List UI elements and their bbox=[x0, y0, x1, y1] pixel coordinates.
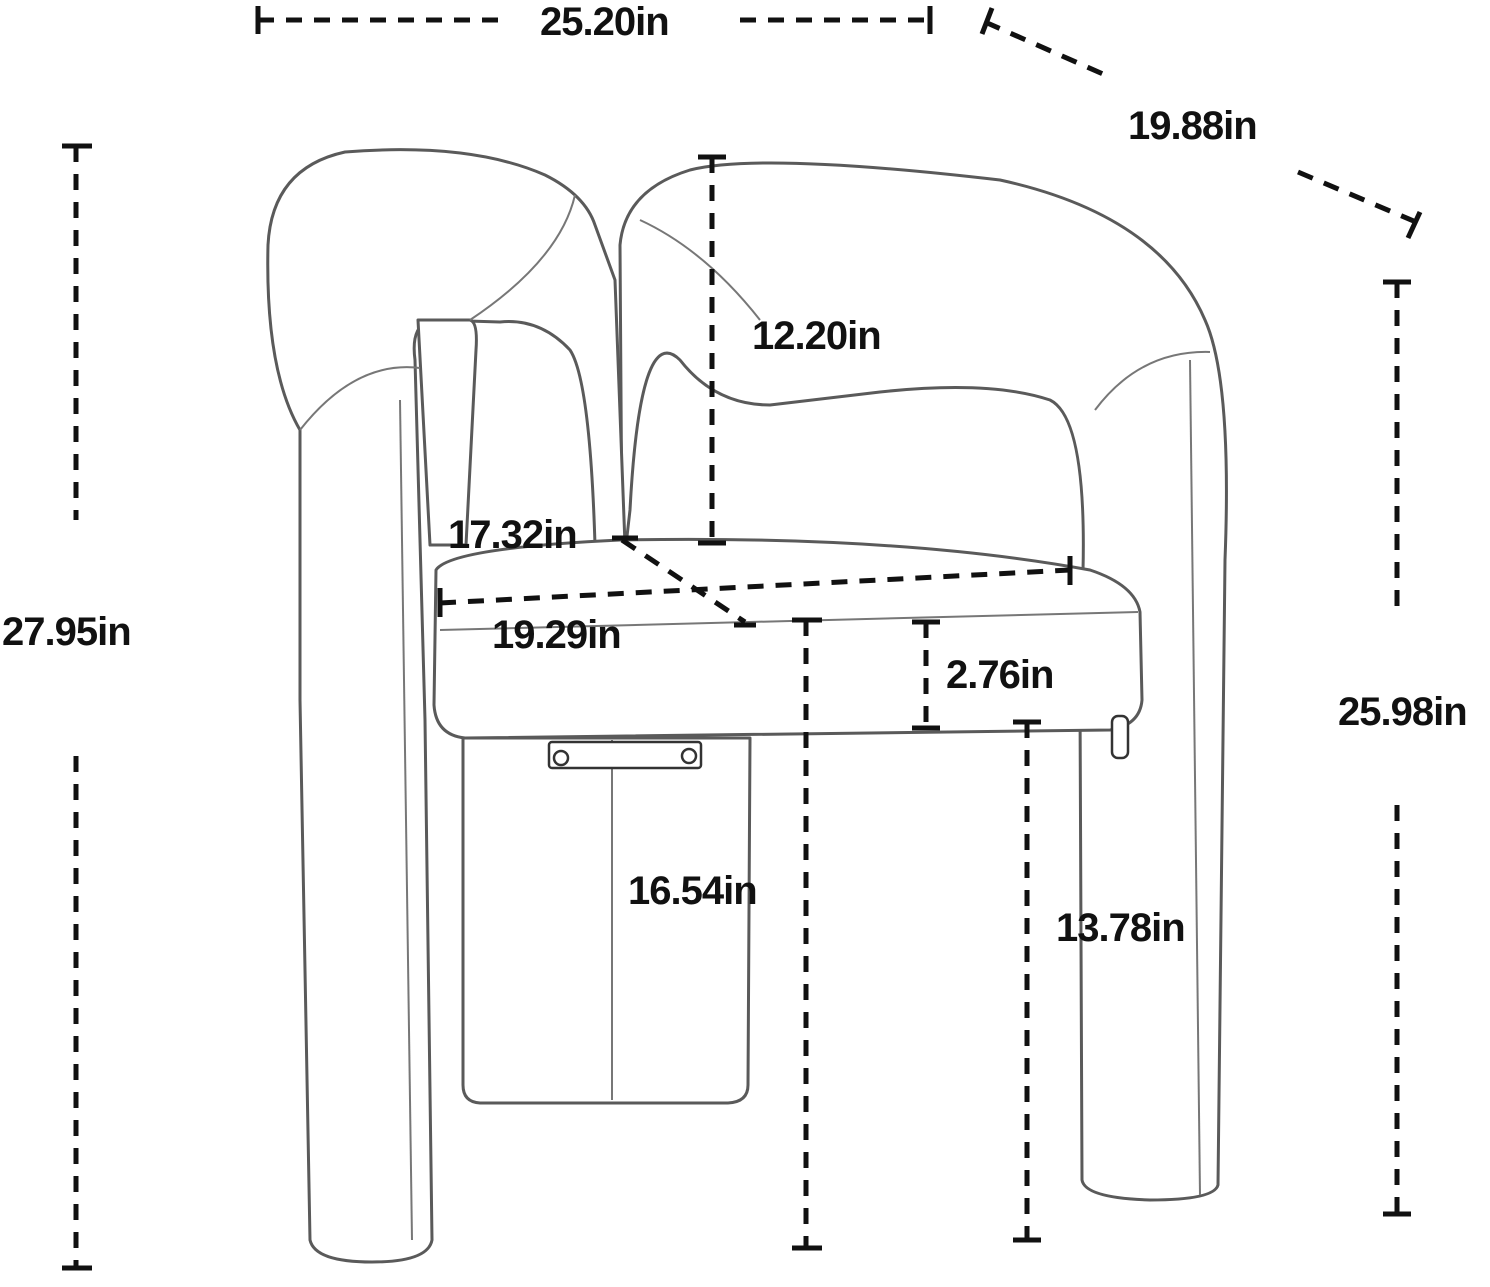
seam-right-arm-top bbox=[639, 219, 761, 321]
label-depth-top: 19.88in bbox=[1128, 104, 1258, 148]
seat-bracket bbox=[547, 714, 1130, 770]
label-seat-width: 19.29in bbox=[492, 613, 622, 657]
left-arm bbox=[266, 148, 627, 1264]
label-seat-height: 16.54in bbox=[628, 869, 758, 913]
seam-left-leg bbox=[399, 399, 413, 1241]
dim-line-seat-depth bbox=[620, 537, 747, 625]
label-seat-thickness: 2.76in bbox=[946, 653, 1054, 697]
dim-line-seat-width bbox=[439, 567, 1071, 606]
seam-left-arm-top bbox=[299, 366, 421, 431]
label-clearance: 13.78in bbox=[1056, 906, 1186, 950]
seam-right-arm-side bbox=[1094, 350, 1211, 411]
label-seat-depth: 17.32in bbox=[448, 513, 578, 557]
left-arm-opening bbox=[416, 318, 478, 547]
label-arm-height: 25.98in bbox=[1338, 690, 1468, 734]
label-total-height: 27.95in bbox=[2, 610, 132, 654]
seam-left-arm-back bbox=[469, 194, 576, 321]
dim-line-depth-top bbox=[983, 19, 1114, 81]
right-arm bbox=[618, 161, 1228, 1202]
seam-seat-front bbox=[439, 611, 1139, 631]
label-width-top: 25.20in bbox=[540, 0, 670, 44]
back-leg bbox=[461, 736, 752, 1105]
seat-cushion bbox=[432, 537, 1144, 740]
label-backrest-height: 12.20in bbox=[752, 314, 882, 358]
seam-right-leg bbox=[1189, 359, 1201, 1196]
